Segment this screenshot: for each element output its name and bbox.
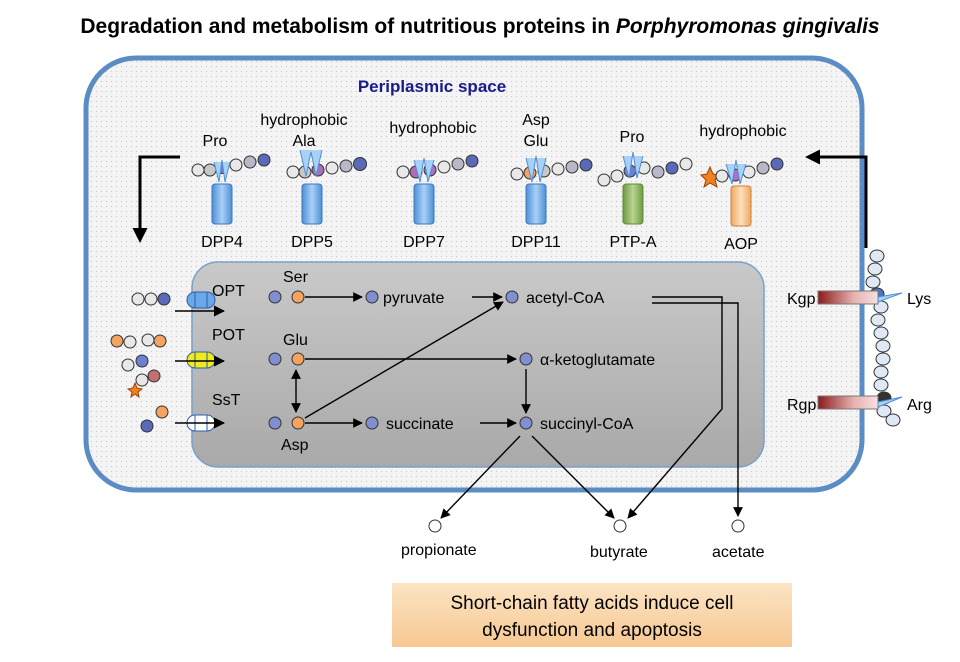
dpp4-label: DPP4: [201, 234, 243, 251]
arg-label: Arg: [907, 397, 932, 414]
ptpa-active-site: [622, 151, 644, 179]
kgp-protease: [817, 290, 879, 305]
pot-transporter: [186, 351, 216, 369]
aop-active-site: [725, 159, 747, 185]
dpp7-specificity: hydrophobic: [389, 120, 476, 137]
succinyl-coa-label: succinyl-CoA: [540, 416, 634, 433]
asp-to-acetyl-coa-arrow: [304, 301, 504, 419]
kgp-active-site: [877, 292, 903, 303]
dpp4-body: [211, 183, 233, 225]
succinyl-coa-node: [519, 416, 533, 430]
sst-label: SsT: [212, 392, 241, 409]
rgp-label: Rgp: [787, 397, 816, 414]
opt-transporter: [186, 291, 216, 309]
dpp4-active-site: [213, 159, 231, 183]
rgp-active-site: [877, 396, 903, 408]
butyrate-node: [613, 519, 627, 533]
asp-node-blue: [268, 416, 282, 430]
dpp5-body: [301, 183, 323, 225]
asp-node: [291, 416, 305, 430]
propionate-label: propionate: [401, 542, 477, 559]
dpp7-active-site: [413, 157, 435, 183]
asp-label: Asp: [281, 437, 309, 454]
succinate-label: succinate: [386, 416, 454, 433]
transporter-substrates: [110, 292, 171, 433]
dpp5-specificity-1: hydrophobic: [260, 112, 347, 129]
kgp-label: Kgp: [787, 291, 816, 308]
butyrate-label: butyrate: [590, 544, 648, 561]
periplasm-label: Periplasmic space: [358, 77, 506, 96]
flow-arrow-to-uptake: [132, 155, 180, 243]
ser-node: [291, 290, 305, 304]
dpp5-label: DPP5: [291, 234, 333, 251]
conclusion-box: [392, 583, 792, 647]
flow-arrow-to-peptidases: [805, 149, 868, 248]
acetyl-coa-to-acetate-arrow: [652, 302, 743, 517]
opt-label: OPT: [212, 283, 245, 300]
dpp11-specificity-2: Glu: [524, 133, 549, 150]
aop-label: AOP: [724, 236, 758, 253]
acetyl-coa-to-butyrate-arrow: [627, 296, 723, 519]
glu-node: [291, 352, 305, 366]
succinyl-coa-to-propionate-arrow: [440, 435, 521, 519]
peptidase-bodies: [211, 149, 752, 227]
ptpa-specificity: Pro: [620, 129, 645, 146]
ptpa-body: [622, 183, 644, 225]
alpha-kg-label: α-ketoglutamate: [540, 352, 655, 369]
dpp11-label: DPP11: [511, 234, 561, 251]
dpp11-body: [525, 183, 547, 225]
ser-label: Ser: [283, 269, 309, 286]
dpp11-specificity-1: Asp: [522, 112, 550, 129]
dpp4-specificity: Pro: [203, 133, 228, 150]
diagram-title: Degradation and metabolism of nutritious…: [80, 15, 879, 38]
gingipain-substrate-chain: [865, 249, 901, 427]
succinate-node: [365, 416, 379, 430]
ser-node-blue: [268, 290, 282, 304]
acetyl-coa-node: [505, 290, 519, 304]
rgp-protease: [817, 395, 879, 410]
transporters: [186, 291, 216, 432]
dpp7-label: DPP7: [403, 234, 445, 251]
aop-body: [730, 185, 752, 227]
dpp5-specificity-2: Ala: [292, 133, 315, 150]
dpp7-body: [413, 183, 435, 225]
acetyl-coa-label: acetyl-CoA: [526, 290, 605, 307]
acetate-node: [731, 519, 745, 533]
glu-node-blue: [268, 352, 282, 366]
acetate-label: acetate: [712, 544, 765, 561]
alpha-kg-node: [519, 352, 533, 366]
lys-label: Lys: [907, 291, 931, 308]
pyruvate-label: pyruvate: [383, 290, 444, 307]
dpp5-active-site: [299, 149, 323, 177]
conclusion-line-2: dysfunction and apoptosis: [482, 620, 702, 641]
conclusion-line-1: Short-chain fatty acids induce cell: [450, 593, 733, 614]
pyruvate-node: [365, 290, 379, 304]
pot-label: POT: [212, 327, 245, 344]
propionate-node: [428, 519, 442, 533]
succinyl-coa-to-butyrate-arrow: [531, 435, 615, 519]
ptpa-label: PTP-A: [609, 234, 656, 251]
aop-specificity: hydrophobic: [699, 123, 786, 140]
metabolite-nodes: [268, 290, 745, 533]
dpp11-active-site: [525, 155, 547, 183]
glu-label: Glu: [283, 332, 308, 349]
